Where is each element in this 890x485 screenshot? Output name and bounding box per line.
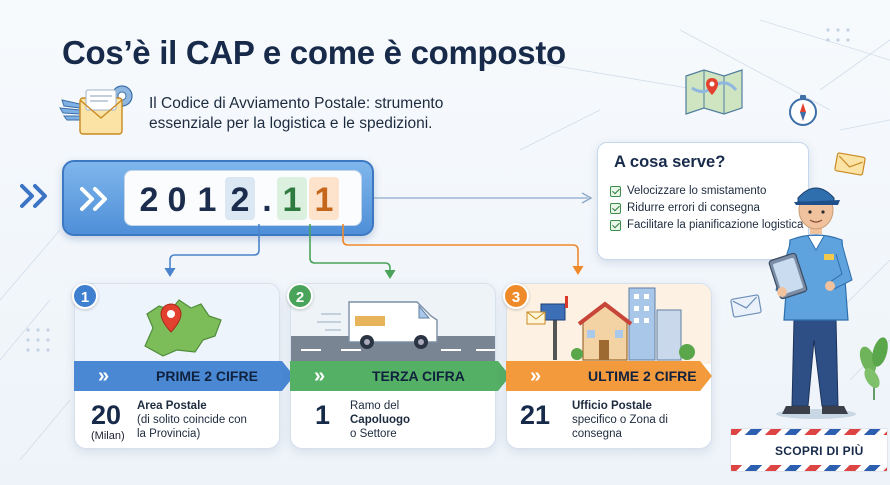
list-item-label: Ridurre errori di consegna (627, 202, 760, 214)
info-box-a-cosa-serve: A cosa serve? Velocizzare lo smistamento… (597, 142, 809, 260)
band-prime-2-cifre: » PRIME 2 CIFRE (74, 361, 294, 391)
desc-rest: (di solito coincide con la Provincia) (137, 414, 247, 440)
chevron-right-icon: » (530, 364, 538, 387)
step-number-badge: 1 (72, 283, 98, 309)
digit-highlight-blue (225, 177, 255, 220)
card-value: 21 (520, 400, 551, 430)
scopri-di-piu-button[interactable]: SCOPRI DI PIÙ (730, 428, 888, 472)
band-label: ULTIME 2 CIFRE (588, 368, 697, 384)
step-number-badge: 2 (287, 283, 313, 309)
cap-digit: 1 (197, 181, 217, 219)
desc-bold: Ufficio Postale (572, 400, 652, 412)
airmail-stripe (731, 429, 887, 435)
desc-bold: Area Postale (137, 400, 207, 412)
cap-code-bar: 2 0 1 2 . 1 1 (62, 160, 374, 236)
card-value: 1 (315, 400, 331, 430)
band-label: PRIME 2 CIFRE (156, 368, 258, 384)
delivery-van-icon (291, 284, 495, 364)
card-description: Ufficio Postale specifico o Zona di cons… (572, 399, 682, 441)
card-value: 20 (91, 400, 122, 430)
cap-digit: 2 (230, 181, 250, 219)
cta-label: SCOPRI DI PIÙ (775, 444, 864, 458)
list-item: Facilitare la pianificazione logistica (610, 219, 806, 232)
plant-icon (859, 337, 888, 400)
list-item: Ridurre errori di consegna (610, 202, 806, 215)
mailbox-houses-icon (507, 284, 711, 364)
cap-digit: 2 (139, 181, 159, 219)
checkbox-checked-icon (610, 203, 621, 214)
desc-rest: o Settore (350, 428, 397, 440)
chevron-right-icon (80, 187, 107, 211)
band-label: TERZA CIFRA (372, 368, 465, 384)
cap-digit: 1 (314, 181, 334, 219)
info-box-title: A cosa serve? (614, 153, 726, 171)
cap-digit: 1 (282, 181, 302, 219)
envelope-icon (59, 85, 133, 135)
desc-rest: specifico o Zona di consegna (572, 414, 668, 440)
chevron-right-icon (20, 184, 47, 208)
map-icon (685, 69, 743, 115)
card-description: Area Postale (di solito coincide con la … (137, 399, 247, 441)
list-item-label: Velocizzare lo smistamento (627, 185, 767, 197)
postal-worker-illustration (768, 187, 856, 419)
page-title: Cos’è il CAP e come è composto (62, 34, 566, 71)
cap-display: 2 0 1 2 . 1 1 (124, 170, 362, 226)
cap-digit-separator: . (262, 181, 272, 219)
checkbox-checked-icon (610, 220, 621, 231)
list-item: Velocizzare lo smistamento (610, 185, 806, 198)
digit-highlight-green (277, 177, 307, 220)
band-terza-cifra: » TERZA CIFRA (290, 361, 510, 391)
compass-icon (789, 95, 817, 126)
envelope-icon (730, 294, 762, 318)
card-value-note: (Milan) (91, 430, 125, 442)
cap-digit: 0 (167, 181, 187, 219)
envelope-icon (834, 152, 866, 176)
page-subtitle: Il Codice di Avviamento Postale: strumen… (149, 95, 444, 132)
desc-plain: Ramo del (350, 400, 400, 412)
checkbox-checked-icon (610, 186, 621, 197)
digit-highlight-orange (309, 177, 339, 220)
card-prime-2-cifre (74, 283, 280, 449)
band-ultime-2-cifre: » ULTIME 2 CIFRE (506, 361, 712, 391)
chevron-right-icon: » (98, 364, 106, 387)
airmail-stripe (731, 465, 887, 471)
lombardy-map-icon (75, 284, 279, 364)
info-box-list: Velocizzare lo smistamento Ridurre error… (610, 185, 806, 236)
chevron-right-icon: » (314, 364, 322, 387)
desc-bold: Capoluogo (350, 414, 411, 426)
step-number-badge: 3 (503, 283, 529, 309)
list-item-label: Facilitare la pianificazione logistica (627, 219, 804, 231)
card-description: Ramo del Capoluogo o Settore (350, 399, 460, 441)
